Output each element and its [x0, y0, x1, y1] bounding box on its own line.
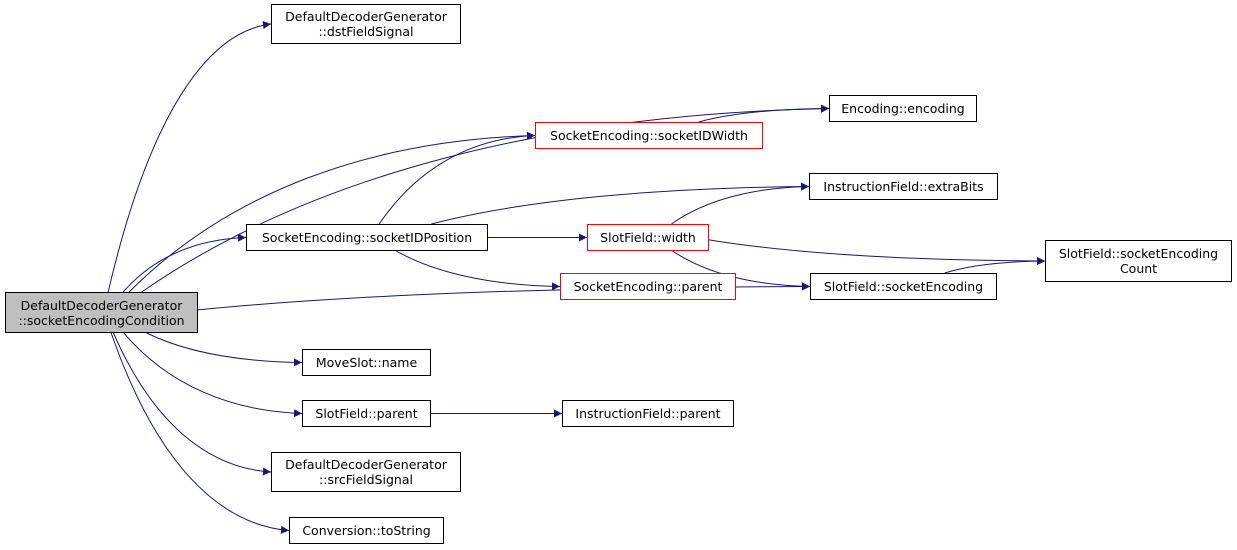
edge-sidp-to-xb	[431, 182, 810, 225]
node-label-line: Encoding::encoding	[841, 101, 965, 116]
node-dst-field-signal[interactable]: DefaultDecoderGenerator ::dstFieldSignal	[271, 4, 461, 44]
node-slot-field-width[interactable]: SlotField::width	[587, 224, 709, 251]
node-slot-field-socket-encoding[interactable]: SlotField::socketEncoding	[810, 273, 997, 300]
node-label-line: SocketEncoding::socketIDPosition	[261, 230, 473, 245]
node-label-line: Conversion::toString	[302, 523, 431, 538]
node-src-field-signal[interactable]: DefaultDecoderGenerator ::srcFieldSignal	[271, 452, 461, 492]
node-extra-bits[interactable]: InstructionField::extraBits	[809, 173, 998, 200]
node-label-line: SocketEncoding::socketIDWidth	[550, 128, 748, 143]
edge-root-to-src	[113, 332, 272, 476]
node-instruction-field-parent[interactable]: InstructionField::parent	[562, 400, 734, 427]
edge-root-to-msn	[146, 332, 303, 367]
node-label-line: DefaultDecoderGenerator	[285, 9, 447, 24]
edge-sidp-to-sidw	[378, 131, 536, 225]
node-conversion-to-string[interactable]: Conversion::toString	[289, 517, 444, 544]
node-label-line: InstructionField::extraBits	[823, 179, 984, 194]
node-socket-id-width[interactable]: SocketEncoding::socketIDWidth	[535, 122, 763, 149]
node-socket-encoding-count[interactable]: SlotField::socketEncoding Count	[1045, 240, 1232, 282]
edge-root-to-cts	[110, 332, 290, 534]
node-label-line: SlotField::parent	[315, 406, 418, 421]
edge-root-to-dst	[107, 21, 272, 293]
edge-sfw-to-sec	[708, 239, 1046, 265]
node-label-line: SlotField::width	[600, 230, 696, 245]
edge-root-to-enc	[141, 104, 830, 293]
node-label-line: ::dstFieldSignal	[318, 24, 414, 39]
node-label-line: MoveSlot::name	[315, 355, 418, 370]
node-label-line: SlotField::socketEncoding	[823, 279, 984, 294]
edge-root-to-sidw	[128, 131, 536, 293]
node-label-line: SocketEncoding::parent	[573, 279, 723, 294]
node-label-line: SlotField::socketEncoding	[1058, 246, 1219, 261]
edge-sidw-to-enc	[698, 104, 830, 123]
node-label-line: InstructionField::parent	[575, 406, 721, 421]
node-label-line: Count	[1119, 261, 1158, 276]
edge-sidp-to-sep	[395, 250, 561, 291]
node-socket-encoding-parent[interactable]: SocketEncoding::parent	[560, 273, 736, 300]
edge-root-to-sidp	[122, 233, 247, 293]
node-label-line: ::srcFieldSignal	[319, 472, 413, 487]
edge-root-to-sfp	[123, 332, 303, 418]
node-slot-field-parent[interactable]: SlotField::parent	[302, 400, 431, 427]
node-label-line: ::socketEncodingCondition	[18, 312, 185, 328]
node-label-line: DefaultDecoderGenerator	[20, 297, 183, 313]
edge-sfse-to-sec	[944, 257, 1046, 274]
node-encoding-encoding[interactable]: Encoding::encoding	[829, 95, 977, 122]
edge-sfw-to-xb	[671, 182, 810, 225]
node-move-slot-name[interactable]: MoveSlot::name	[302, 349, 431, 376]
node-socket-id-position[interactable]: SocketEncoding::socketIDPosition	[246, 224, 488, 251]
node-label-line: DefaultDecoderGenerator	[285, 457, 447, 472]
node-socket-encoding-condition: DefaultDecoderGenerator ::socketEncoding…	[5, 292, 198, 333]
